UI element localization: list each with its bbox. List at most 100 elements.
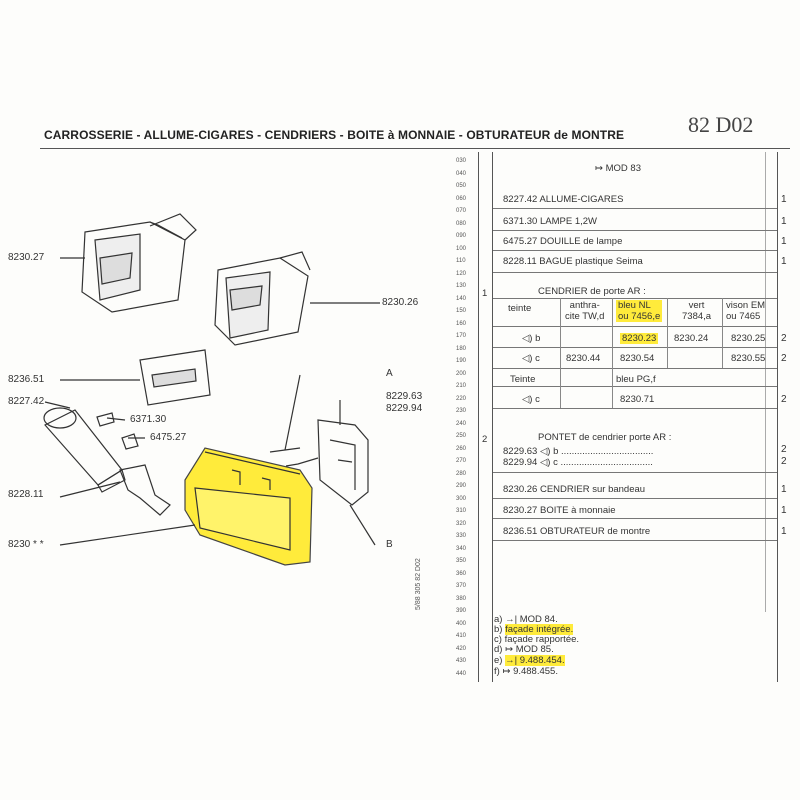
item-desc: DOUILLE de lampe <box>539 236 623 247</box>
header-line: ou 7456,e <box>618 311 661 322</box>
part-label-8230-26: 8230.26 <box>382 297 419 308</box>
ring-drawing <box>119 464 171 516</box>
column-rule <box>612 298 613 408</box>
item-ref: 8229.94 <box>503 457 538 468</box>
line-number: 410 <box>456 633 467 639</box>
header-line: vert <box>688 300 705 311</box>
speaker-arrow-icon: ◁) <box>539 457 551 468</box>
footnote-text: façade intégrée. <box>505 624 574 635</box>
item-qty: 1 <box>781 256 787 267</box>
item-ref: 8230.26 <box>503 484 538 495</box>
item-qty: 1 <box>781 505 787 516</box>
speaker-arrow-icon: ◁) <box>522 333 533 344</box>
footnote-text: MOD 85. <box>515 644 554 655</box>
line-number: 340 <box>456 545 467 552</box>
column-rule <box>560 298 561 408</box>
line-number: 350 <box>456 558 467 564</box>
row-rule <box>493 386 777 387</box>
bracket-drawing <box>317 419 369 506</box>
variant-letter: c <box>553 457 558 468</box>
arrow-icon: →| <box>505 614 518 625</box>
pg-header: bleu PG,f <box>616 374 656 385</box>
item-qty: 2 <box>781 353 787 364</box>
row-rule <box>493 540 777 541</box>
variant-c: ◁) c <box>522 394 540 405</box>
line-number: 100 <box>456 245 467 252</box>
row-rule <box>493 208 777 209</box>
footnote-key: b) <box>494 624 503 635</box>
column-rule <box>777 152 778 682</box>
footnote-key: e) <box>494 655 503 666</box>
header-line: 7384,a <box>682 311 712 322</box>
ref-cell: 8230.25 <box>731 333 766 344</box>
footnote-highlight: →| 9.488.454. <box>505 655 565 666</box>
footnote-d: d) ↦ MOD 85. <box>494 644 554 655</box>
item-qty: 1 <box>781 236 787 247</box>
page-reference: 82 D02 <box>688 112 754 137</box>
variant-c: ◁) c <box>522 353 540 364</box>
part-label-8230-27: 8230.27 <box>8 252 45 263</box>
header-line: vison EM <box>726 300 766 311</box>
footnote-key: c) <box>494 634 502 645</box>
item-qty: 1 <box>781 194 787 205</box>
footnote-text: 9.488.455. <box>513 666 558 677</box>
header-line: cite TW,d <box>565 311 605 322</box>
color-col-teinte: teinte <box>508 303 532 314</box>
line-number: 440 <box>456 670 467 677</box>
line-number: 190 <box>456 358 467 364</box>
item-desc: LAMPE 1,2W <box>539 216 598 227</box>
variant-letter: c <box>535 353 540 364</box>
header-line: ou 7465 <box>726 311 761 322</box>
money-box-drawing <box>81 213 197 313</box>
item-qty: 1 <box>781 484 787 495</box>
group-number: 1 <box>482 288 488 299</box>
ref-cell: 8230.24 <box>674 333 709 344</box>
mod-header: ↦ MOD 83 <box>595 163 641 174</box>
part-label-6371-30: 6371.30 <box>130 414 167 425</box>
line-number: 380 <box>456 595 467 602</box>
variant-b: ◁) b <box>522 333 540 344</box>
part-label-8229-63: 8229.63 <box>386 391 423 402</box>
line-number: 060 <box>456 195 467 202</box>
page-title: CARROSSERIE - ALLUME-CIGARES - CENDRIERS… <box>44 128 625 142</box>
variant-letter: b <box>553 446 559 457</box>
item-row: 8236.51 OBTURATEUR de montre <box>503 526 650 537</box>
row-rule <box>493 347 777 348</box>
line-number: 320 <box>456 520 467 527</box>
line-number: 260 <box>456 445 467 452</box>
row-rule <box>493 298 777 299</box>
line-number: 390 <box>456 608 467 614</box>
line-number: 330 <box>456 533 467 539</box>
header-rule <box>40 148 790 149</box>
item-row: 8227.42 ALLUME-CIGARES <box>503 194 623 205</box>
line-number: 220 <box>456 395 467 402</box>
line-number: 430 <box>456 658 467 664</box>
footnote-key: a) <box>494 614 503 625</box>
line-number: 370 <box>456 583 467 589</box>
item-ref: 8230.27 <box>503 505 538 516</box>
item-ref: 6371.30 <box>503 216 538 227</box>
pontet-row: 8229.63 ◁) b ...........................… <box>503 446 654 457</box>
item-desc: BOITE à monnaie <box>539 505 616 516</box>
row-rule <box>493 326 777 327</box>
line-number: 270 <box>456 458 467 464</box>
footnote-b: b) façade intégrée. <box>494 624 574 635</box>
header-line: anthra- <box>569 300 600 311</box>
part-label-8227-42: 8227.42 <box>8 396 45 407</box>
line-number: 070 <box>456 208 467 214</box>
line-number: 170 <box>456 333 467 339</box>
footnote-text: MOD 84. <box>519 614 558 625</box>
item-row: 8230.26 CENDRIER sur bandeau <box>503 484 645 495</box>
variant-letter: c <box>535 394 540 405</box>
row-rule <box>493 272 777 273</box>
part-label-6475-27: 6475.27 <box>150 432 187 443</box>
pontet-title: PONTET de cendrier porte AR : <box>538 432 672 443</box>
item-ref: 8229.63 <box>503 446 538 457</box>
footnote-key: f) <box>494 666 500 677</box>
line-number: 300 <box>456 495 467 502</box>
line-number: 110 <box>456 258 466 264</box>
ref-cell: 8230.55 <box>731 353 766 364</box>
item-ref: 8236.51 <box>503 526 538 537</box>
row-rule <box>493 518 777 519</box>
